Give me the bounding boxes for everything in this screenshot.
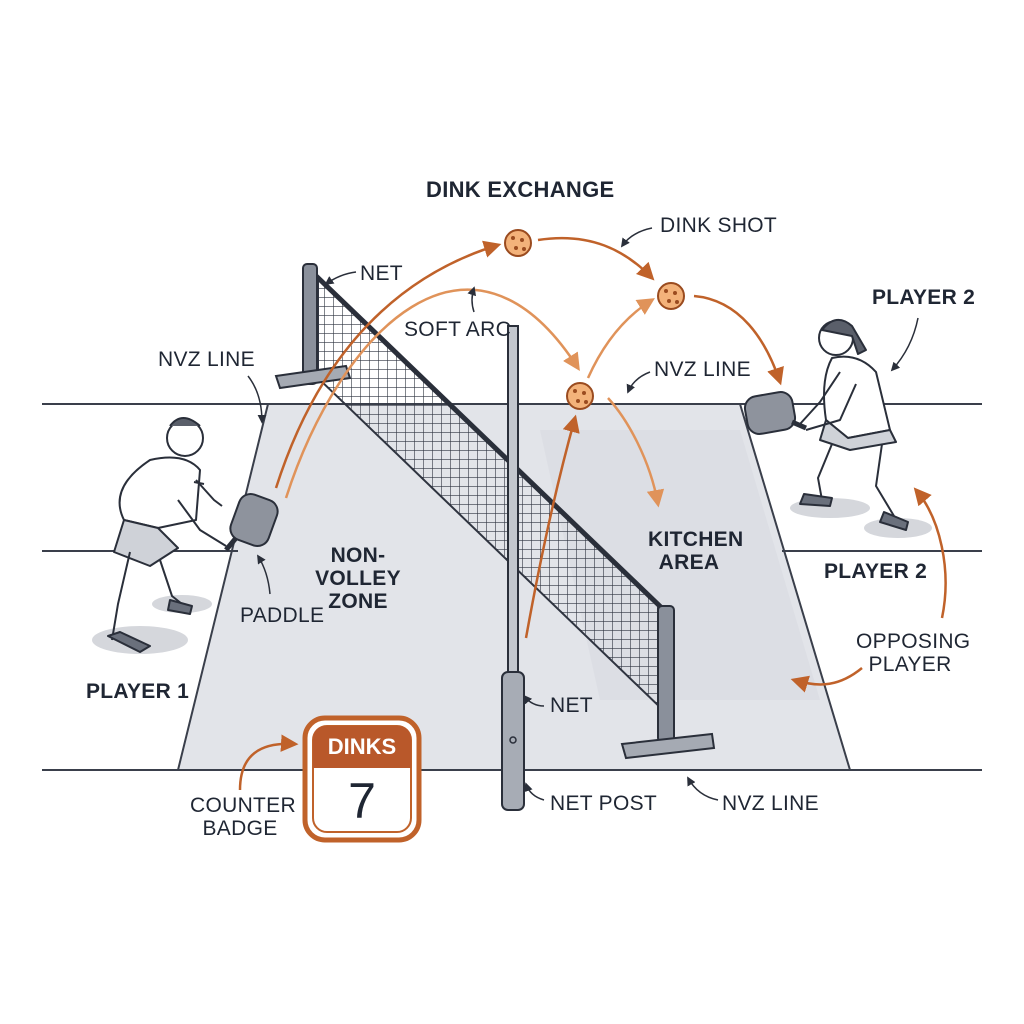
net-top-band (310, 270, 668, 614)
trajectories (238, 236, 947, 791)
opposing-player-label: OPPOSING PLAYER (856, 630, 971, 677)
player-2-figure (790, 319, 932, 538)
net-post-right (657, 605, 675, 743)
trajectory-2-soft-arc (284, 288, 580, 499)
net-label-top: NET (360, 262, 403, 285)
net-post-sleeve (501, 671, 525, 811)
player-2-label-top: PLAYER 2 (872, 286, 976, 309)
trajectory-1-up (274, 240, 502, 489)
label-pointers (247, 227, 919, 801)
player-1-figure (92, 417, 227, 654)
paddle-icon (224, 492, 279, 552)
counter-badge-label: COUNTER BADGE (190, 794, 296, 841)
arrow-opposing-player-up (913, 487, 947, 619)
center-net-post (501, 325, 525, 811)
net-post-left (302, 263, 318, 385)
net-post-pole (507, 325, 519, 679)
nvz-line-label-left: NVZ LINE (158, 348, 255, 371)
counter-badge-title: DINKS (327, 734, 397, 759)
paddle-label: PADDLE (240, 604, 325, 627)
pickleball-icon (504, 229, 532, 257)
net-label-mid: NET (550, 694, 593, 717)
pickleball-icon (657, 282, 685, 310)
trajectory-5-to-player2 (693, 294, 784, 386)
net-post-right-base (620, 732, 716, 760)
diagram-title: DINK EXCHANGE (426, 177, 615, 202)
counter-badge-frame (302, 715, 422, 843)
pickleball-icon (566, 382, 594, 410)
counter-badge-value: 7 (348, 773, 376, 829)
non-volley-zone-label: NON-VOLLEY ZONE (315, 544, 401, 614)
dink-shot-label: DINK SHOT (660, 214, 778, 237)
nvz-line-label-mid: NVZ LINE (654, 358, 751, 381)
trajectory-6-down (607, 397, 665, 508)
player-1-label: PLAYER 1 (86, 680, 190, 703)
player-2-label-right: PLAYER 2 (824, 560, 928, 583)
paddle-icon (743, 391, 807, 435)
soft-arc-label: SOFT ARC (404, 318, 512, 341)
arrow-opposing-player (790, 667, 863, 693)
trajectory-3-dink (537, 236, 655, 281)
counter-badge: DINKS 7 (303, 716, 421, 842)
arrow-counter-badge (238, 734, 299, 791)
trajectory-4-return (586, 298, 655, 379)
nvz-line-label-bottom: NVZ LINE (722, 792, 819, 815)
net (274, 263, 716, 760)
net-post-label: NET POST (550, 792, 658, 815)
net-post-knob (509, 736, 517, 744)
trajectory-7-net-up (524, 414, 580, 639)
kitchen-area-label: KITCHEN AREA (648, 528, 744, 575)
